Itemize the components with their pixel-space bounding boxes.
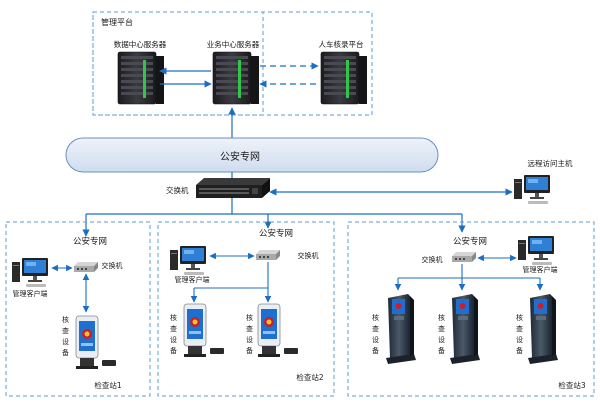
station-3-device-a-label-3: 设	[372, 335, 379, 344]
verification-kiosk-icon	[528, 294, 558, 364]
station-3-switch-label: 交换机	[422, 255, 443, 264]
network-switch-icon	[196, 178, 270, 198]
desktop-computer-icon	[518, 236, 554, 265]
station-1: 公安专网 管理客户端 交换机 核 查 设 备 检查站1	[5, 221, 151, 397]
station-3-device-a-label-1: 核	[372, 313, 379, 322]
network-cloud-icon	[65, 137, 439, 173]
station-2-device-b-label-2: 查	[246, 324, 253, 333]
station-2-device-b-label-1: 核	[246, 313, 253, 322]
station-3-device-c-label-1: 核	[516, 313, 523, 322]
station-1-device-label-1: 核	[62, 315, 69, 324]
network-switch-icon	[452, 252, 476, 262]
station-2-device-b-label-4: 备	[246, 346, 253, 355]
verification-platform-label: 人车核录平台	[319, 39, 364, 49]
station-1-device-label-3: 设	[62, 337, 69, 346]
public-security-network-cloud: 公安专网	[65, 137, 439, 173]
station-3-device-c-label-2: 查	[516, 324, 523, 333]
network-switch-icon	[256, 250, 280, 260]
network-switch-icon	[74, 262, 98, 272]
data-center-server: 数据中心服务器	[114, 39, 167, 105]
desktop-computer-icon	[514, 175, 550, 204]
station-3-device-b-label-1: 核	[438, 313, 445, 322]
verification-kiosk-icon	[450, 294, 480, 364]
core-switch-label: 交换机	[166, 185, 189, 195]
server-icon	[320, 51, 368, 105]
station-3: 公安专网 交换机 管理客户端 核 查 设 备 核 查 设 备 核 查 设 备 检…	[347, 221, 595, 397]
server-icon	[117, 51, 165, 105]
remote-host-label: 远程访问主机	[528, 158, 573, 168]
face-verification-terminal-icon	[75, 315, 117, 370]
verification-kiosk-icon	[386, 294, 416, 364]
verification-platform-server: 人车核录平台	[319, 39, 368, 105]
station-2: 公安专网 管理客户端 交换机 核 查 设 备 核 查 设 备 检查站2	[157, 221, 335, 397]
face-verification-terminal-icon	[257, 303, 299, 358]
station-1-device-label-2: 查	[62, 326, 69, 335]
station-3-name: 检查站3	[558, 380, 585, 390]
station-2-name: 检查站2	[296, 372, 323, 382]
business-center-server-label: 业务中心服务器	[207, 39, 260, 49]
station-3-client-label: 管理客户端	[523, 265, 558, 274]
station-3-device-a-label-4: 备	[372, 346, 379, 355]
station-3-device-b-label-2: 查	[438, 324, 445, 333]
data-center-server-label: 数据中心服务器	[114, 39, 167, 49]
station-2-box	[157, 221, 335, 397]
main-network-label: 公安专网	[220, 150, 260, 163]
station-2-device-a-label-1: 核	[170, 313, 177, 322]
station-1-name: 检查站1	[94, 380, 121, 390]
station-3-device-c-label-4: 备	[516, 346, 523, 355]
management-platform-title: 管理平台	[101, 17, 133, 27]
station-2-device-a-label-4: 备	[170, 346, 177, 355]
desktop-computer-icon	[12, 258, 48, 287]
station-3-device-c-label-3: 设	[516, 335, 523, 344]
station-1-client-label: 管理客户端	[13, 289, 48, 298]
station-3-network-label: 公安专网	[453, 236, 487, 247]
station-2-device-a-label-2: 查	[170, 324, 177, 333]
server-icon	[212, 51, 260, 105]
remote-host: 远程访问主机	[514, 158, 573, 204]
core-switch: 交换机	[166, 178, 270, 198]
station-1-switch-label: 交换机	[102, 261, 123, 270]
station-3-box	[347, 221, 595, 397]
station-3-device-b-label-4: 备	[438, 346, 445, 355]
station-3-device-b-label-3: 设	[438, 335, 445, 344]
station-1-box	[5, 221, 151, 397]
station-2-client-label: 管理客户端	[175, 275, 210, 284]
station-1-network-label: 公安专网	[73, 236, 107, 247]
station-2-switch-label: 交换机	[298, 251, 319, 260]
station-2-network-label: 公安专网	[259, 228, 293, 239]
station-2-device-a-label-3: 设	[170, 335, 177, 344]
station-1-device-label-4: 备	[62, 348, 69, 357]
station-2-device-b-label-3: 设	[246, 335, 253, 344]
business-center-server: 业务中心服务器	[207, 39, 260, 105]
desktop-computer-icon	[170, 246, 206, 275]
station-3-device-a-label-2: 查	[372, 324, 379, 333]
face-verification-terminal-icon	[183, 303, 225, 358]
